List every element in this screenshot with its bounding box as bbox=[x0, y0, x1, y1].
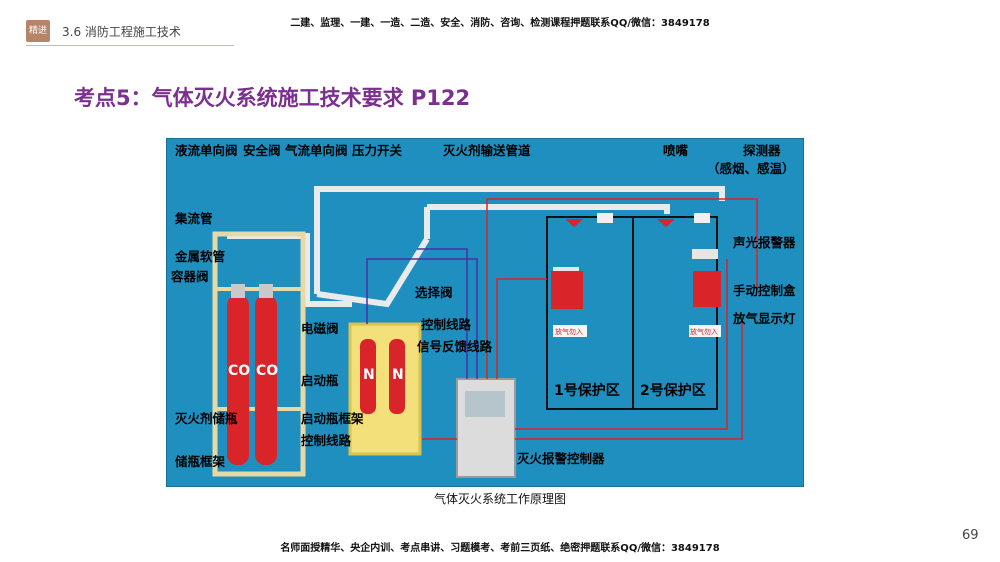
label-starter-bottle: 启动瓶 bbox=[301, 373, 339, 388]
release-tag-2: 放气勿入 bbox=[690, 327, 718, 336]
n-mark-2: N bbox=[392, 367, 404, 383]
label-agent-pipe: 灭火剂输送管道 bbox=[442, 143, 531, 158]
label-detector: 探测器 bbox=[743, 143, 781, 158]
label-sound-light-alarm: 声光报警器 bbox=[732, 235, 796, 250]
label-agent-storage-bottle: 灭火剂储瓶 bbox=[174, 411, 238, 426]
label-nozzle: 喷嘴 bbox=[663, 143, 689, 158]
header-divider bbox=[26, 45, 234, 46]
co-mark-2: CO bbox=[256, 363, 278, 379]
label-control-line-2: 控制线路 bbox=[301, 433, 352, 448]
label-feedback-line: 信号反馈线路 bbox=[417, 339, 493, 354]
label-gas-check-valve: 气流单向阀 bbox=[284, 143, 348, 158]
label-manual-control-box: 手动控制盒 bbox=[733, 283, 796, 298]
brand-badge: 精进 bbox=[26, 20, 50, 42]
top-banner: 二建、监理、一建、一造、二造、安全、消防、咨询、检测课程押题联系QQ/微信：38… bbox=[290, 18, 710, 29]
label-control-line: 控制线路 bbox=[421, 317, 472, 332]
label-safety-valve: 安全阀 bbox=[243, 143, 281, 158]
label-solenoid-valve: 电磁阀 bbox=[301, 321, 339, 336]
label-liquid-check-valve: 液流单向阀 bbox=[175, 143, 238, 158]
label-discharge-light: 放气显示灯 bbox=[732, 311, 796, 326]
co-mark-1: CO bbox=[228, 363, 250, 379]
nozzles-detectors bbox=[565, 213, 710, 227]
label-alarm-controller: 灭火报警控制器 bbox=[516, 451, 605, 466]
alarm-controller-box bbox=[456, 378, 516, 478]
page-number: 69 bbox=[962, 528, 979, 543]
gas-extinguishing-diagram: CO CO N N 放气勿入 放气勿入 1号保护区 bbox=[166, 138, 804, 487]
protection-zones: 放气勿入 放气勿入 1号保护区 2号保护区 bbox=[546, 216, 721, 410]
n-mark-1: N bbox=[363, 367, 375, 383]
label-pressure-switch: 压力开关 bbox=[352, 143, 403, 158]
label-storage-rack: 储瓶框架 bbox=[174, 454, 226, 469]
label-container-valve: 容器阀 bbox=[170, 269, 209, 284]
zone2-label: 2号保护区 bbox=[640, 382, 706, 399]
label-starter-rack: 启动瓶框架 bbox=[301, 411, 364, 426]
page-title: 考点5：气体灭火系统施工技术要求 P122 bbox=[74, 86, 471, 110]
release-tag-1: 放气勿入 bbox=[555, 327, 583, 336]
label-detector-note: （感烟、感温） bbox=[707, 161, 795, 176]
label-metal-hose: 金属软管 bbox=[174, 249, 225, 264]
section-title: 3.6 消防工程施工技术 bbox=[62, 25, 181, 39]
label-manifold: 集流管 bbox=[174, 211, 213, 226]
bottom-banner: 名师面授精华、央企内训、考点串讲、习题模考、考前三页纸、绝密押题联系QQ/微信：… bbox=[280, 543, 720, 554]
label-selector-valve: 选择阀 bbox=[415, 285, 453, 300]
diagram-caption: 气体灭火系统工作原理图 bbox=[433, 492, 566, 506]
zone1-label: 1号保护区 bbox=[554, 382, 620, 399]
wiring bbox=[366, 198, 758, 440]
starter-rack: N N bbox=[348, 322, 422, 456]
storage-rack: CO CO bbox=[212, 231, 306, 477]
